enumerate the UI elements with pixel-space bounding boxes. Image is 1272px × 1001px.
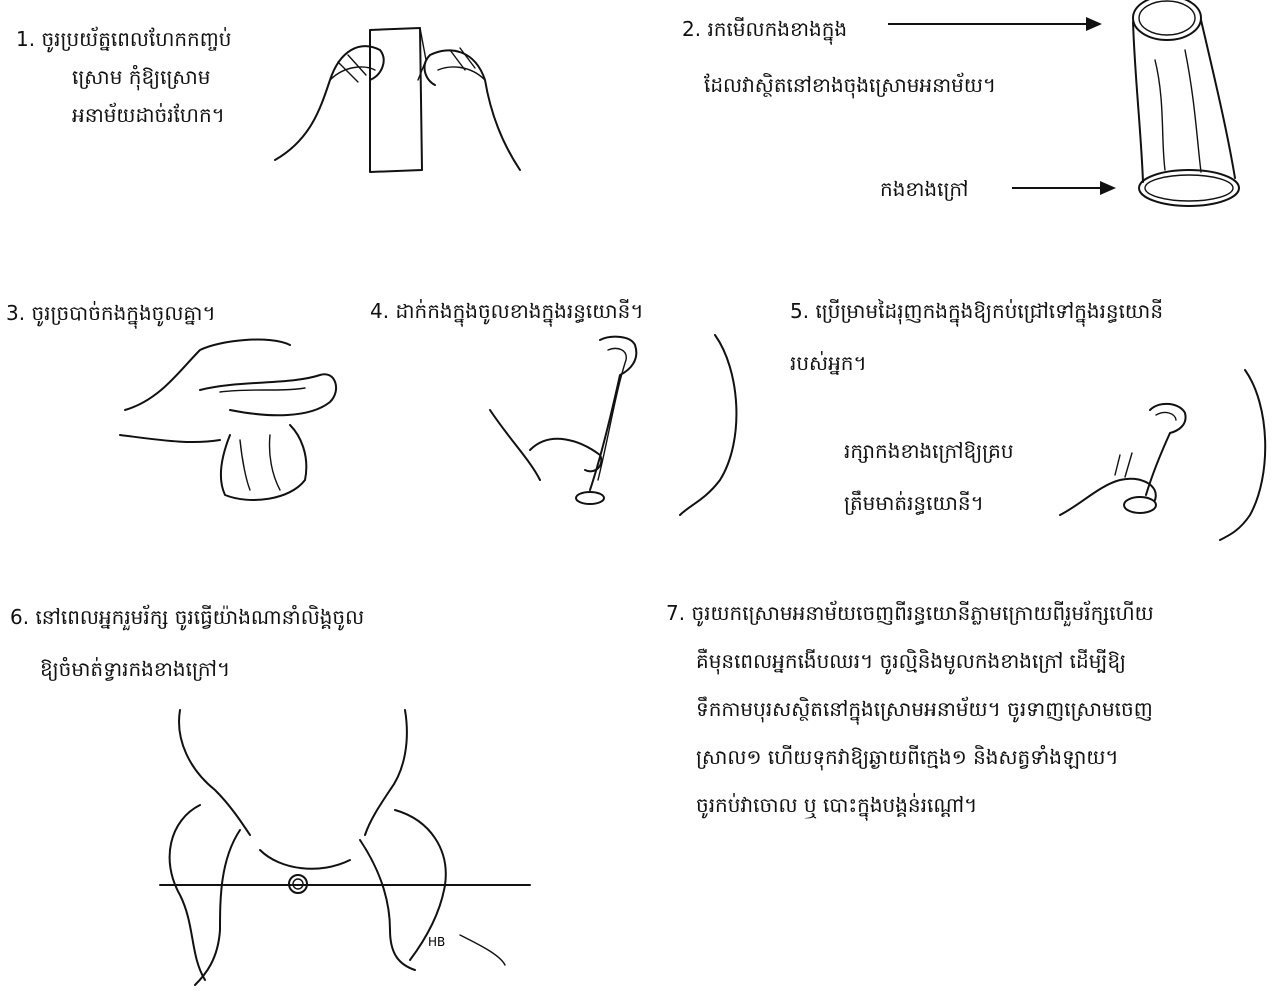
squeeze-ring-illustration xyxy=(120,330,350,510)
tearing-packet-illustration xyxy=(270,20,530,190)
step-7-line-4: ស្រាល១ ហើយទុកវាឱ្យឆ្ងាយពីក្មេង១ និងសត្វទ… xyxy=(666,738,1154,776)
step-7-text: 7. ចូរយកស្រោមអនាម័យចេញពីរន្ធយោនីភ្លាមក្រ… xyxy=(666,594,1154,824)
step-5-number: 5. xyxy=(790,299,809,323)
step-1-line-3: អនាម័យដាច់រហែក។ xyxy=(16,96,232,134)
step-5-line-1: ប្រើម្រាមដៃរុញកងក្នុងឱ្យកប់ជ្រៅទៅក្នុងរន… xyxy=(815,299,1163,323)
step-1-number: 1. xyxy=(16,27,35,51)
female-condom-illustration xyxy=(1125,0,1245,215)
step-4-text: 4. ដាក់កងក្នុងចូលខាងក្នុងរន្ធយោនី។ xyxy=(370,292,644,330)
squatting-woman-illustration: HB xyxy=(160,710,530,995)
step-5-note-line-2: ត្រឹមមាត់រន្ធយោនី។ xyxy=(844,484,1014,522)
step-7-line-2: គឺមុនពេលអ្នកងើបឈរ។ ចូរល្មិនិងមូលកងខាងក្រ… xyxy=(666,642,1154,680)
step-1-line-1: ចូរប្រយ័ត្នពេលហែកកញ្ចប់ xyxy=(41,27,231,51)
step-5-note-line-1: រក្សាកងខាងក្រៅឱ្យគ្រប xyxy=(844,432,1014,470)
step-6-number: 6. xyxy=(10,605,29,629)
inner-ring-arrow-icon xyxy=(888,14,1108,34)
step-7-line-3: ទឹកកាមបុរសស្ថិតនៅក្នុងស្រោមអនាម័យ។ ចូរទា… xyxy=(666,690,1154,728)
step-2-line-2: ដែលវាស្ថិតនៅខាងចុងស្រោមអនាម័យ។ xyxy=(682,66,996,104)
step-6-text: 6. នៅពេលអ្នករួមរ័ក្ស ចូរធ្វើយ៉ាងណានាំលិង… xyxy=(10,598,364,688)
step-3-line-1: ចូរច្របាច់កងក្នុងចូលគ្នា។ xyxy=(31,301,215,325)
step-7-line-1: ចូរយកស្រោមអនាម័យចេញពីរន្ធយោនីភ្លាមក្រោយព… xyxy=(691,601,1153,625)
step-6-line-1: នៅពេលអ្នករួមរ័ក្ស ចូរធ្វើយ៉ាងណានាំលិង្គច… xyxy=(35,605,364,629)
step-2-line-1: រកមើលកងខាងក្នុង xyxy=(707,17,847,41)
step-6-line-2: ឱ្យចំមាត់ទ្វារកងខាងក្រៅ។ xyxy=(10,650,364,688)
step-5-note: រក្សាកងខាងក្រៅឱ្យគ្រប ត្រឹមមាត់រន្ធយោនី។ xyxy=(844,432,1014,522)
step-2-number: 2. xyxy=(682,17,701,41)
step-2-outer-ring-label: កងខាងក្រៅ xyxy=(880,170,968,208)
step-7-line-5: ចូរកប់វាចោល ឬ បោះក្នុងបង្គន់រណ្ដៅ។ xyxy=(666,786,1154,824)
outer-ring-arrow-icon xyxy=(1012,178,1122,198)
insert-ring-illustration xyxy=(490,330,750,525)
push-ring-illustration xyxy=(1060,365,1270,545)
step-4-number: 4. xyxy=(370,299,389,323)
step-7-number: 7. xyxy=(666,601,685,625)
step-3-text: 3. ចូរច្របាច់កងក្នុងចូលគ្នា។ xyxy=(6,294,216,332)
step-3-number: 3. xyxy=(6,301,25,325)
illustrator-signature: HB xyxy=(428,935,445,949)
step-1-line-2: ស្រោម កុំឱ្យស្រោម xyxy=(16,58,232,96)
step-1-text: 1. ចូរប្រយ័ត្នពេលហែកកញ្ចប់ ស្រោម កុំឱ្យស… xyxy=(16,20,232,134)
step-4-line-1: ដាក់កងក្នុងចូលខាងក្នុងរន្ធយោនី។ xyxy=(395,299,643,323)
